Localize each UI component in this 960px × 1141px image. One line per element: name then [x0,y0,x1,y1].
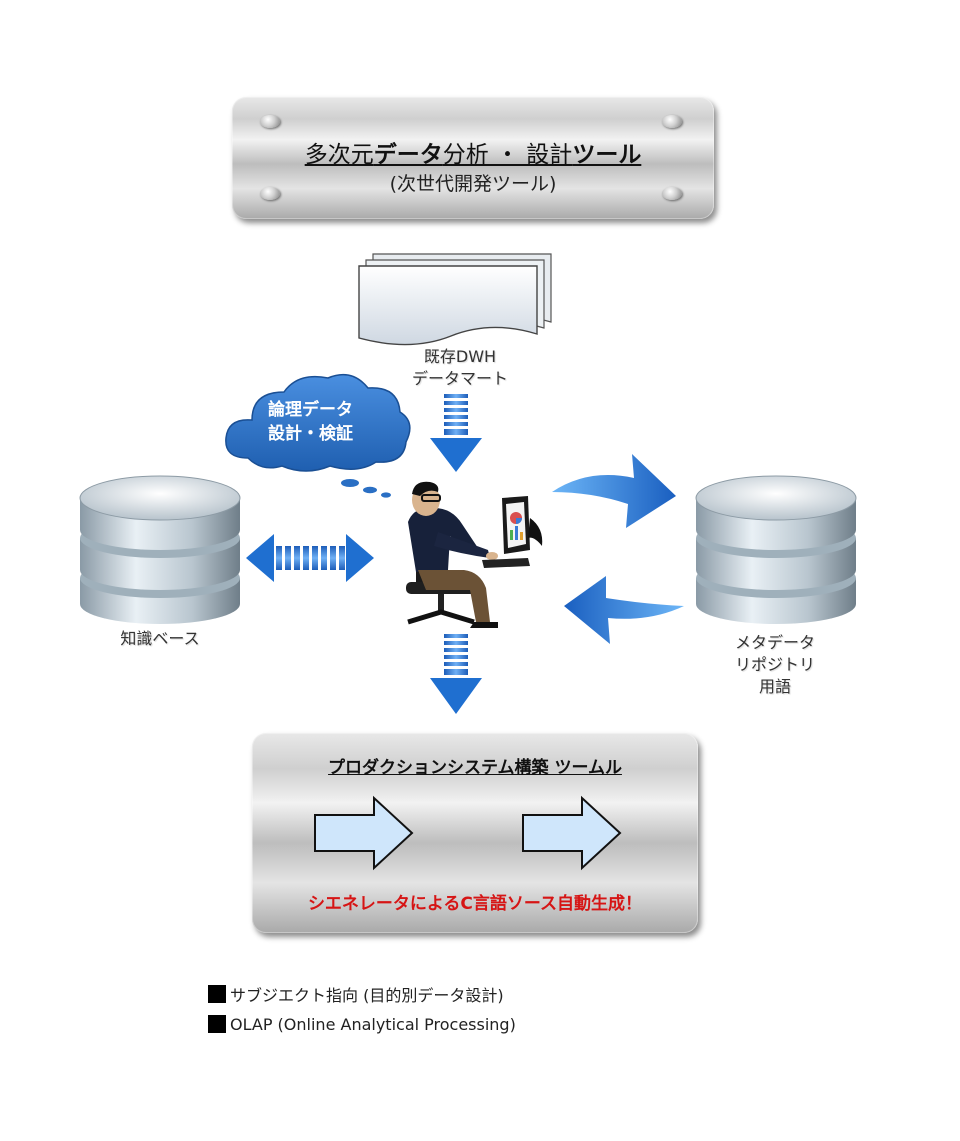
metadata-label: メタデータ リポジトリ 用語 [715,632,835,698]
bottom-tool-plate: プロダクションシステム構築 ツームル シエネレータによるC言語ソース自動生成！ [252,733,698,933]
bottom-plate-tagline: シエネレータによるC言語ソース自動生成！ [307,894,643,914]
title-part-2: データ [373,142,443,168]
knowledge-base-database-icon [79,475,241,624]
legend-item-text: サブジエクト指向 (目的別データ設計) [230,986,504,1005]
legend-item-text: OLAP (Online Analytical Processing) [230,1014,516,1034]
down-arrow-icon [430,394,482,472]
rivet-icon [260,115,280,128]
rivet-icon [662,115,682,128]
rivet-icon [662,187,682,200]
curved-arrow-left-icon [564,576,684,644]
right-arrow-icon [522,795,622,871]
legend-item: サブジエクト指向 (目的別データ設計) [208,982,728,1006]
rivet-icon [260,187,280,200]
title-part-3: 分析 ・ 設計 [442,142,573,168]
metadata-repository-database-icon [695,475,857,624]
down-arrow-icon [430,634,482,714]
person-at-computer-icon [406,481,543,628]
metadata-label-line1: メタデータ [734,633,815,652]
black-square-icon [208,985,226,1003]
knowledge-base-label: 知識ベース [120,629,200,648]
metadata-label-line2: リポジトリ [734,655,815,674]
dwh-label-line2: データマート [411,369,508,388]
top-title: 多次元データ分析 ・ 設計ツール [232,135,714,169]
metadata-label-line3: 用語 [758,677,791,696]
cloud-text-line2: 設計・検証 [268,424,353,444]
dwh-label-line1: 既存DWH [423,347,497,366]
legend: サブジエクト指向 (目的別データ設計) OLAP (Online Analyti… [208,982,728,1036]
title-part-4: ツール [572,142,642,168]
cloud-text: 論理データ 設計・検証 [268,398,388,446]
cloud-icon [225,373,411,498]
cloud-text-line1: 論理データ [268,400,353,420]
curved-arrow-right-icon [552,454,676,528]
document-stack-icon [358,253,552,346]
legend-item: OLAP (Online Analytical Processing) [208,1012,728,1036]
bottom-plate-title: プロダクションシステム構築 ツームル [328,758,622,778]
top-title-plate: 多次元データ分析 ・ 設計ツール (次世代開発ツール) [232,97,714,219]
title-part-1: 多次元 [304,142,374,168]
dwh-label: 既存DWH データマート [395,346,525,390]
black-square-icon [208,1015,226,1033]
top-subtitle: (次世代開発ツール) [389,173,557,195]
double-arrow-icon [246,534,374,582]
right-arrow-icon [314,795,414,871]
